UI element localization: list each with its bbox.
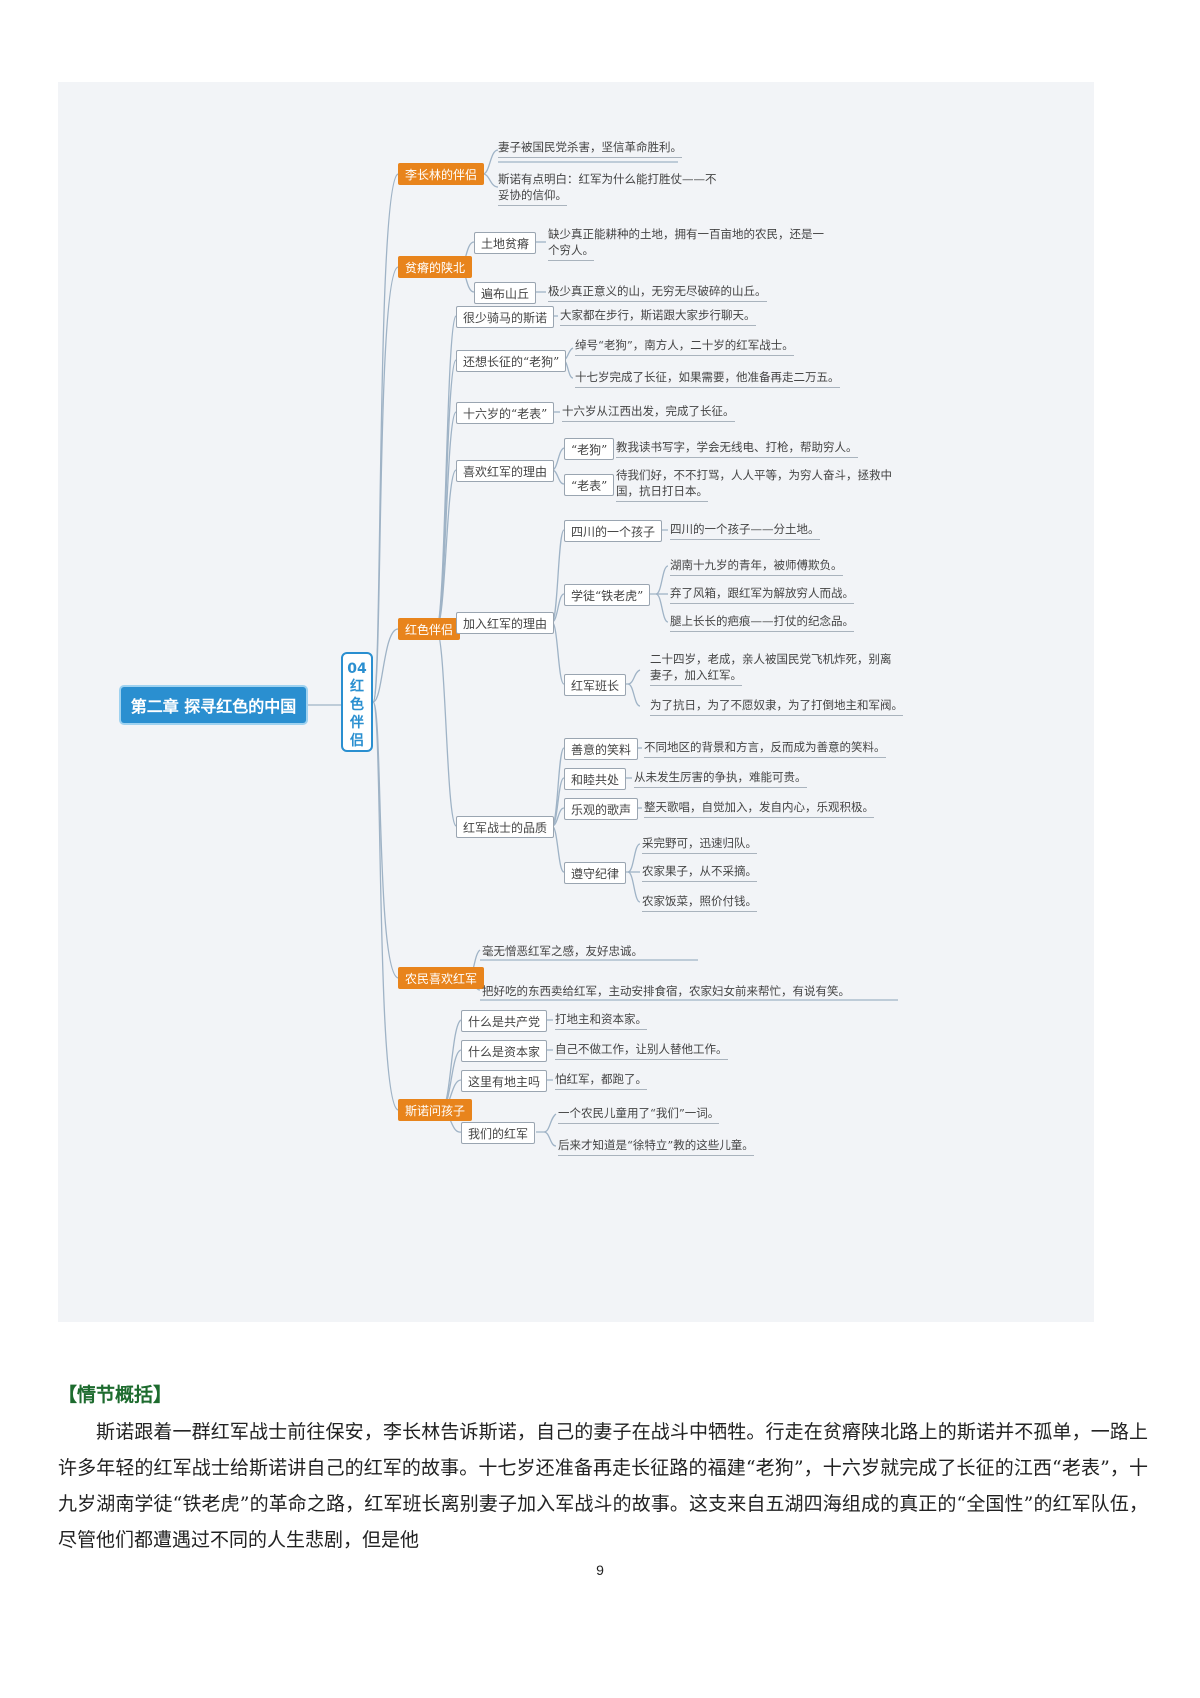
sub-sub-node[interactable]: 红军班长 xyxy=(564,674,627,696)
leaf-text: 湖南十九岁的青年，被师傅欺负。 xyxy=(670,558,843,576)
sub-sub-node[interactable]: “老表” xyxy=(564,474,615,496)
sub-node[interactable]: 还想长征的“老狗” xyxy=(456,350,567,372)
leaf-text: 不同地区的背景和方言，反而成为善意的笑料。 xyxy=(644,740,886,758)
center-node-char: 红 xyxy=(350,679,364,695)
leaf-text: 农家果子，从不采摘。 xyxy=(642,864,757,882)
leaf-text: 整天歌唱，自觉加入，发自内心，乐观积极。 xyxy=(644,800,874,818)
leaf-text: 斯诺有点明白：红军为什么能打胜仗——不 xyxy=(498,172,717,186)
leaf-text: 打地主和资本家。 xyxy=(555,1012,647,1030)
sub-node[interactable]: 这里有地主吗 xyxy=(461,1070,548,1092)
leaf-text: 后来才知道是“徐特立”教的这些儿童。 xyxy=(558,1138,754,1156)
center-node-char: 伴 xyxy=(350,715,364,731)
branch-node-b5[interactable]: 斯诺问孩子 xyxy=(398,1099,473,1121)
leaf-text: 为了抗日，为了不愿奴隶，为了打倒地主和军阀。 xyxy=(650,698,903,716)
sub-node[interactable]: 土地贫瘠 xyxy=(474,232,537,254)
sub-sub-node[interactable]: 善意的笑料 xyxy=(564,738,639,760)
sub-sub-node[interactable]: 和睦共处 xyxy=(564,768,627,790)
leaf-text: 十六岁从江西出发，完成了长征。 xyxy=(562,404,735,422)
leaf-text: 弃了风箱，跟红军为解放穷人而战。 xyxy=(670,586,854,604)
sub-node[interactable]: 十六岁的“老表” xyxy=(456,402,555,424)
center-node-number: 04 xyxy=(347,661,367,677)
leaf-text: 待我们好，不不打骂，人人平等，为穷人奋斗，拯救中 xyxy=(616,468,892,482)
sub-node[interactable]: 红军战士的品质 xyxy=(456,816,555,838)
sub-sub-node[interactable]: 遵守纪律 xyxy=(564,862,627,884)
leaf-text: 十七岁完成了长征，如果需要，他准备再走二万五。 xyxy=(575,370,840,388)
branch-node-b4[interactable]: 农民喜欢红军 xyxy=(398,967,485,989)
leaf-text: 个穷人。 xyxy=(548,243,594,261)
root-node-chapter-title[interactable]: 第二章 探寻红色的中国 xyxy=(121,687,306,723)
section-heading: 【情节概括】 xyxy=(58,1384,173,1406)
leaf-text: 国，抗日打日本。 xyxy=(616,484,708,502)
mind-map-connectors xyxy=(306,149,898,1147)
sub-sub-node[interactable]: 乐观的歌声 xyxy=(564,798,639,820)
summary-paragraph: 斯诺跟着一群红军战士前往保安，李长林告诉斯诺，自己的妻子在战斗中牺牲。行走在贫瘠… xyxy=(58,1421,1148,1551)
leaf-text: 教我读书写字，学会无线电、打枪，帮助穷人。 xyxy=(616,440,858,458)
leaf-text: 采完野可，迅速归队。 xyxy=(642,836,757,854)
leaf-text: 自己不做工作，让别人替他工作。 xyxy=(555,1042,728,1060)
leaf-text: 妻子被国民党杀害，坚信革命胜利。 xyxy=(498,140,682,158)
leaf-text: 绰号“老狗”，南方人，二十岁的红军战士。 xyxy=(575,338,794,356)
leaf-text: 四川的一个孩子——分土地。 xyxy=(670,522,820,540)
branch-node-b1[interactable]: 李长林的伴侣 xyxy=(398,163,485,185)
center-node-char: 色 xyxy=(350,697,364,713)
center-node[interactable]: 04 红 色 伴 侣 xyxy=(341,652,373,752)
leaf-text: 二十四岁，老成，亲人被国民党飞机炸死，别离 xyxy=(650,652,892,666)
leaf-text: 妻子，加入红军。 xyxy=(650,668,742,686)
leaf-text: 农家饭菜，照价付钱。 xyxy=(642,894,757,912)
branch-node-b3[interactable]: 红色伴侣 xyxy=(398,618,461,640)
sub-sub-node[interactable]: “老狗” xyxy=(564,438,615,460)
sub-node[interactable]: 很少骑马的斯诺 xyxy=(456,306,555,328)
sub-node[interactable]: 什么是资本家 xyxy=(461,1040,548,1062)
sub-node[interactable]: 什么是共产党 xyxy=(461,1010,548,1032)
page-number: 9 xyxy=(596,1562,604,1578)
leaf-text: 腿上长长的疤痕——打仗的纪念品。 xyxy=(670,614,854,632)
leaf-text: 妥协的信仰。 xyxy=(498,188,567,206)
branch-node-b2[interactable]: 贫瘠的陕北 xyxy=(398,256,473,278)
leaf-text: 一个农民儿童用了“我们”一词。 xyxy=(558,1106,720,1124)
sub-node[interactable]: 遍布山丘 xyxy=(474,282,537,304)
leaf-text: 怕红军，都跑了。 xyxy=(555,1072,647,1090)
sub-node[interactable]: 喜欢红军的理由 xyxy=(456,460,555,482)
center-node-char: 侣 xyxy=(350,733,364,749)
mind-map: 第二章 探寻红色的中国 04 红 色 伴 侣 李长林的伴侣 妻子被国民党杀害，坚… xyxy=(58,82,1094,1322)
sub-sub-node[interactable]: 四川的一个孩子 xyxy=(564,520,663,542)
leaf-text: 大家都在步行，斯诺跟大家步行聊天。 xyxy=(560,308,756,326)
sub-node[interactable]: 我们的红军 xyxy=(461,1122,536,1144)
leaf-text: 缺少真正能耕种的土地，拥有一百亩地的农民，还是一 xyxy=(548,227,824,241)
leaf-text: 把好吃的东西卖给红军，主动安排食宿，农家妇女前来帮忙，有说有笑。 xyxy=(482,984,850,998)
leaf-text: 极少真正意义的山，无穷无尽破碎的山丘。 xyxy=(548,284,767,302)
sub-sub-node[interactable]: 学徒“铁老虎” xyxy=(564,584,651,606)
leaf-text: 从未发生厉害的争执，难能可贵。 xyxy=(634,770,807,788)
sub-node[interactable]: 加入红军的理由 xyxy=(456,612,555,634)
leaf-text: 毫无憎恶红军之感，友好忠诚。 xyxy=(482,944,643,958)
